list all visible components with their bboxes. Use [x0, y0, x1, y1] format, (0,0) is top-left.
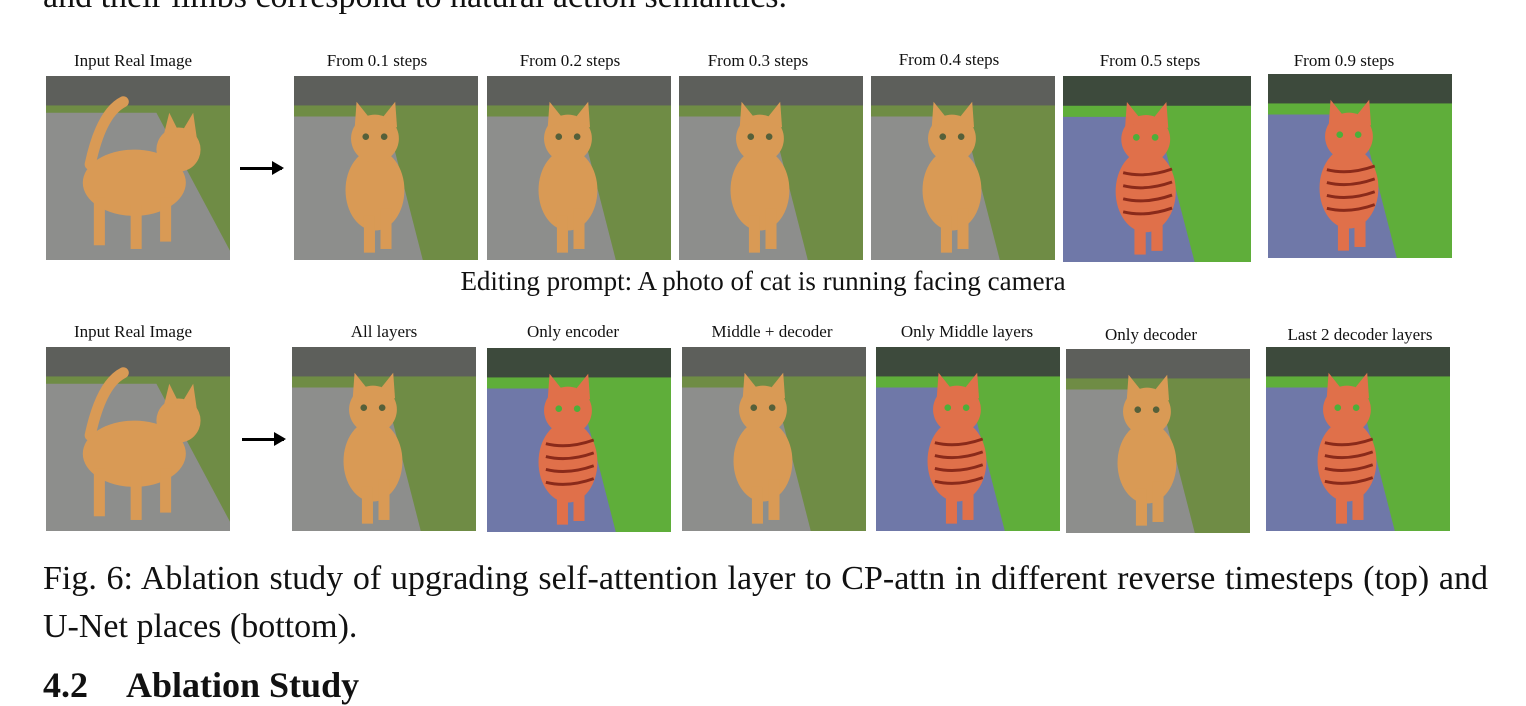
photo-drawing [871, 76, 1055, 260]
result-image [679, 76, 863, 260]
photo-drawing [292, 347, 476, 531]
panel-label: Input Real Image [73, 51, 193, 70]
panel-label: From 0.9 steps [1293, 51, 1395, 70]
panel-label: From 0.4 steps [898, 50, 1000, 69]
timestep-ablation-row: Input Real Image From 0.1 steps From 0.2… [0, 46, 1526, 286]
photo-drawing [46, 347, 230, 531]
panel-label: Input Real Image [73, 322, 193, 341]
result-image [487, 348, 671, 532]
photo-drawing [876, 347, 1060, 531]
arrow-icon [240, 161, 284, 175]
panel-label: From 0.2 steps [519, 51, 621, 70]
section-number: 4.2 [43, 665, 88, 705]
result-image [294, 76, 478, 260]
result-image [1268, 74, 1452, 258]
result-image [487, 76, 671, 260]
panel-label: From 0.1 steps [326, 51, 428, 70]
photo-drawing [294, 76, 478, 260]
result-image [1066, 349, 1250, 533]
section-heading: 4.2 Ablation Study [43, 664, 359, 706]
photo-drawing [487, 76, 671, 260]
panel-label: From 0.5 steps [1099, 51, 1201, 70]
panel-label: Middle + decoder [711, 322, 833, 341]
panel-label: From 0.3 steps [707, 51, 809, 70]
photo-drawing [682, 347, 866, 531]
photo-drawing [1266, 347, 1450, 531]
input-real-image [46, 76, 230, 260]
unet-place-ablation-row: Input Real Image All layers Only encoder… [0, 318, 1526, 558]
photo-drawing [1063, 76, 1251, 262]
panel-label: Only Middle layers [900, 322, 1034, 341]
input-real-image [46, 347, 230, 531]
figure-caption: Fig. 6: Ablation study of upgrading self… [43, 560, 1488, 645]
photo-drawing [679, 76, 863, 260]
panel-label: Only decoder [1104, 325, 1198, 344]
photo-drawing [46, 76, 230, 260]
result-image [1063, 76, 1251, 262]
result-image [876, 347, 1060, 531]
arrow-icon [242, 432, 286, 446]
editing-prompt: Editing prompt: A photo of cat is runnin… [460, 266, 1066, 296]
preceding-paragraph-line: and their limbs correspond to natural ac… [43, 0, 787, 16]
panel-label: Last 2 decoder layers [1287, 325, 1433, 344]
panel-label: Only encoder [526, 322, 620, 341]
photo-drawing [1268, 74, 1452, 258]
result-image [871, 76, 1055, 260]
result-image [682, 347, 866, 531]
result-image [1266, 347, 1450, 531]
section-title: Ablation Study [126, 665, 360, 705]
photo-drawing [1066, 349, 1250, 533]
photo-drawing [487, 348, 671, 532]
result-image [292, 347, 476, 531]
panel-label: All layers [350, 322, 418, 341]
